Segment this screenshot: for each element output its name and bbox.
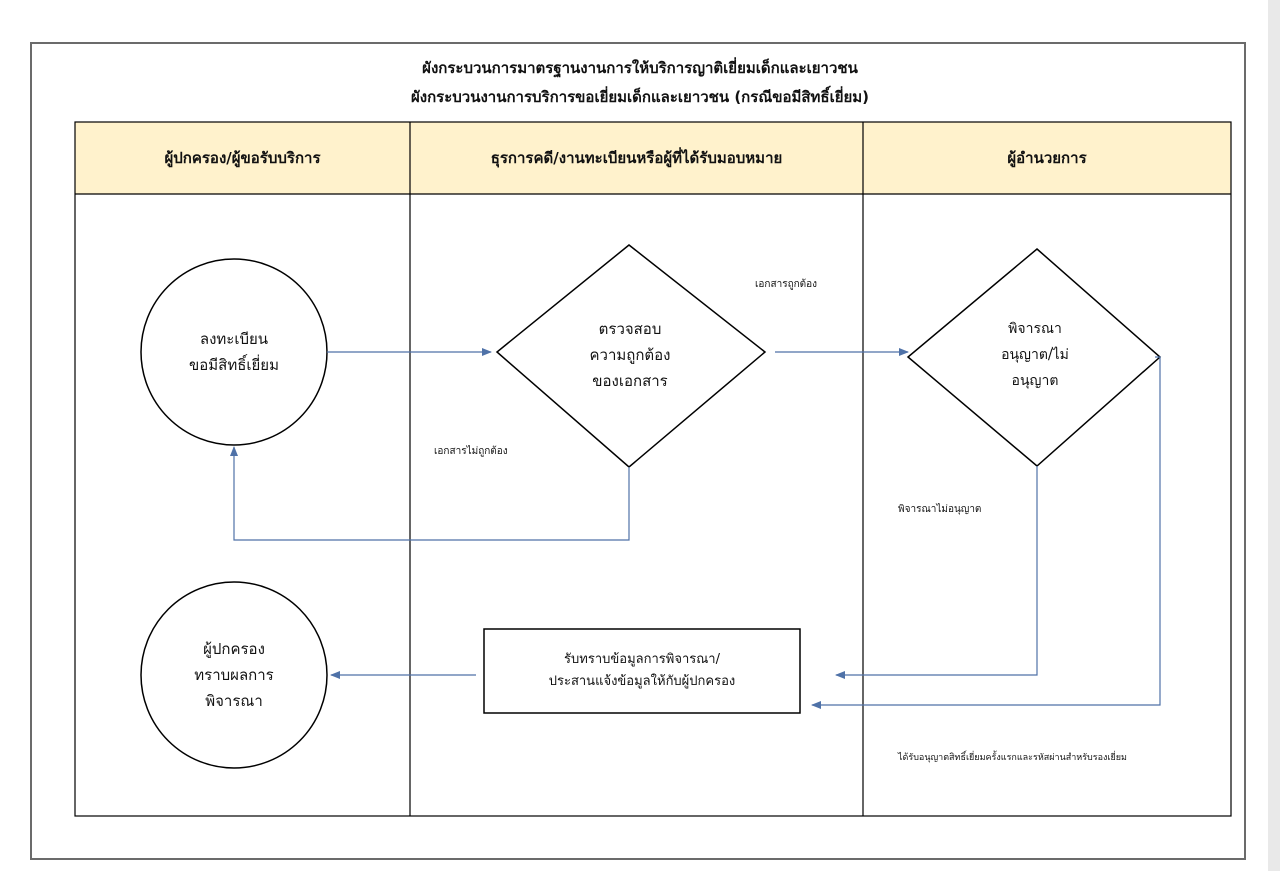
lane-header-guardian: ผู้ปกครอง/ผู้ขอรับบริการ — [164, 149, 321, 167]
node-register-label: ลงทะเบียน ขอมีสิทธิ์เยี่ยม — [189, 330, 279, 374]
lane-header-bg-guardian — [75, 122, 410, 194]
diagram-subtitle: ผังกระบวนงานการบริการขอเยี่ยมเด็กและเยาว… — [410, 88, 870, 106]
edge-label-not-approved: พิจารณาไม่อนุญาต — [898, 504, 982, 515]
diagram-title: ผังกระบวนการมาตรฐานงานการให้บริการญาติเย… — [422, 59, 858, 77]
node-consider-label: พิจารณา อนุญาต/ไม่ อนุญาต — [1001, 321, 1069, 389]
node-notify-label: รับทราบข้อมูลการพิจารณา/ ประสานแจ้งข้อมู… — [548, 652, 736, 689]
window-edge-strip — [1268, 0, 1280, 871]
arrow-docs-incorrect-loop — [230, 446, 630, 541]
lane-header-registry: ธุรการคดี/งานทะเบียนหรือผู้ที่ได้รับมอบห… — [490, 149, 783, 167]
edge-label-docs-correct: เอกสารถูกต้อง — [755, 279, 818, 290]
arrow-approved — [811, 356, 1161, 709]
node-check-docs-label: ตรวจสอบ ความถูกต้อง ของเอกสาร — [589, 320, 671, 390]
node-result-label: ผู้ปกครอง ทราบผลการ พิจารณา — [194, 640, 274, 710]
edge-label-approved: ได้รับอนุญาตสิทธิ์เยี่ยมครั้งแรกและรหัสผ… — [898, 753, 1127, 763]
arrow-not-approved — [835, 466, 1038, 679]
lane-header-bg-registry — [410, 122, 863, 194]
node-result-circle — [140, 581, 328, 769]
lane-header-bg-director — [863, 122, 1231, 194]
lane-header-director: ผู้อำนวยการ — [1007, 149, 1087, 167]
node-notify-box — [483, 628, 801, 714]
edge-label-docs-incorrect: เอกสารไม่ถูกต้อง — [434, 446, 508, 457]
swimlane-table-border — [74, 121, 1232, 817]
